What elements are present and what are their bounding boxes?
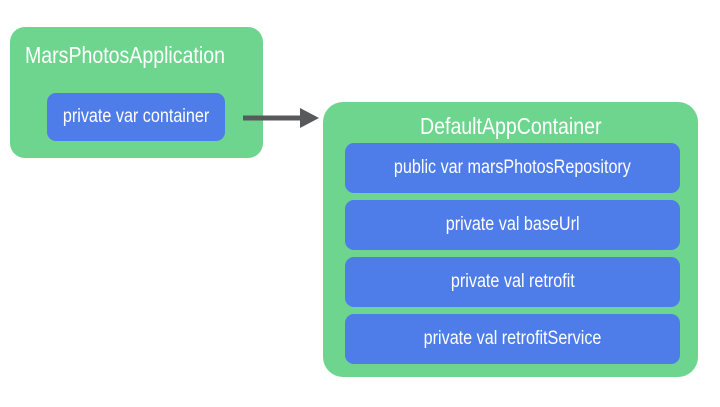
class-title: DefaultAppContainer <box>323 111 698 141</box>
class-title-label: MarsPhotosApplication <box>25 42 225 68</box>
field-chip-retrofit-service: private val retrofitService <box>345 314 680 364</box>
field-chip-container: private var container <box>47 93 225 141</box>
class-title-label: DefaultAppContainer <box>419 113 602 139</box>
arrow-head-icon <box>300 108 319 128</box>
field-chip-label: private val baseUrl <box>445 214 580 235</box>
class-title: MarsPhotosApplication <box>25 40 260 70</box>
field-chip-label: public var marsPhotosRepository <box>394 157 631 178</box>
class-box-default-app-container: DefaultAppContainer public var marsPhoto… <box>323 102 698 377</box>
field-chip-label: private var container <box>62 106 210 127</box>
dependency-arrow <box>243 108 319 128</box>
field-chip-label: private val retrofit <box>450 271 575 292</box>
field-chip-label: private val retrofitService <box>423 328 602 349</box>
class-box-mars-photos-application: MarsPhotosApplication private var contai… <box>10 27 263 158</box>
field-chip-retrofit: private val retrofit <box>345 257 680 307</box>
field-chip-base-url: private val baseUrl <box>345 200 680 250</box>
field-chip-mars-photos-repository: public var marsPhotosRepository <box>345 143 680 193</box>
